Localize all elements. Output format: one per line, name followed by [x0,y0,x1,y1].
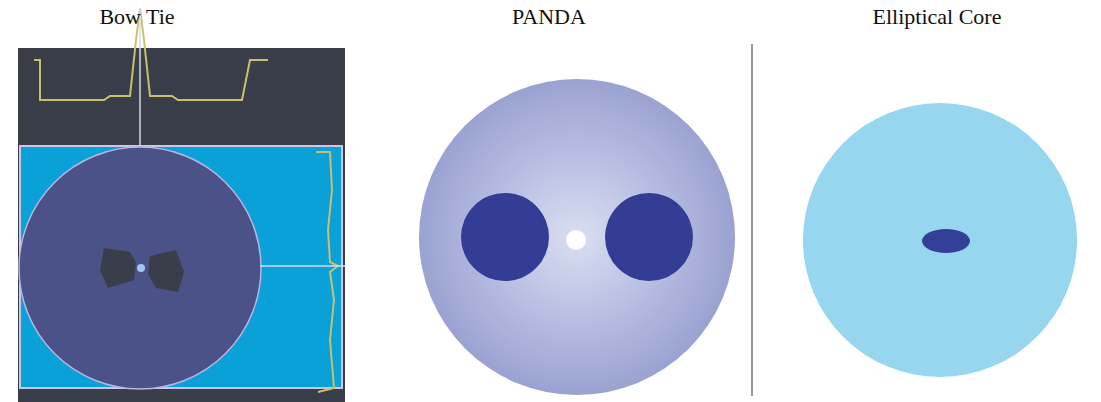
elliptical-core-fiber [803,103,1077,377]
panel-title: PANDA [512,5,586,29]
panda-fiber [419,79,735,395]
divider-line [752,44,753,396]
bow-tie-photo [18,8,345,402]
panel-title: Elliptical Core [873,5,1002,29]
panel-title: Bow Tie [99,5,174,29]
